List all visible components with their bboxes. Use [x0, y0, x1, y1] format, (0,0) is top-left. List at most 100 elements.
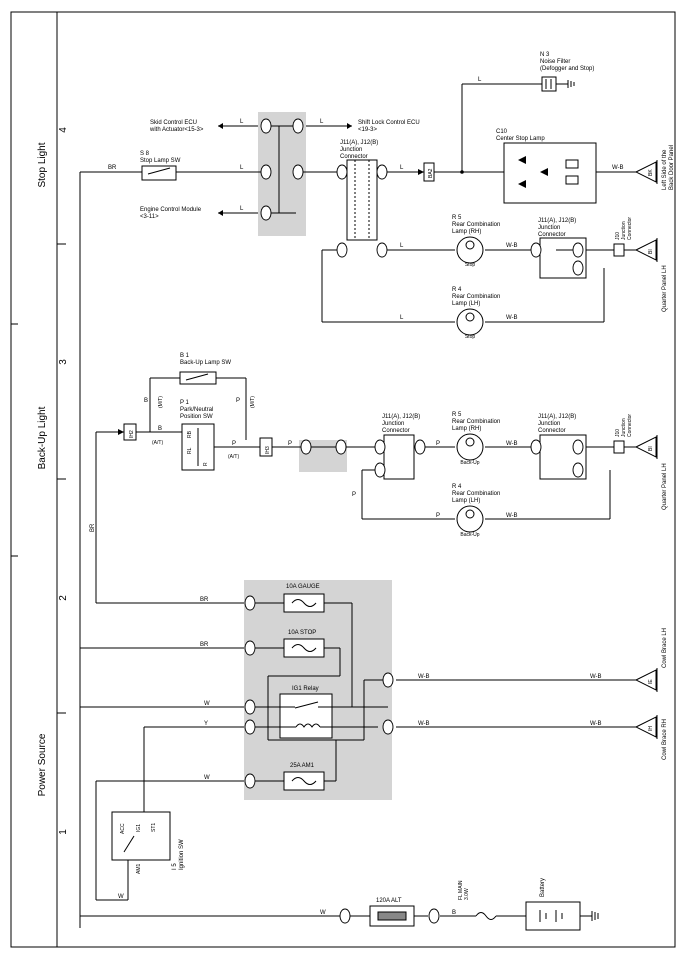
wire-wb-power-4: W-B [590, 721, 602, 727]
mt-label-p: (M/T) [250, 396, 256, 408]
wire-br-stop: BR [108, 165, 117, 171]
wire-wb-power-2: W-B [590, 674, 602, 680]
wire-l-stop-6: L [478, 77, 482, 83]
wire-br-backup: BR [90, 523, 96, 532]
ig1-relay [279, 693, 333, 739]
stop-lamp-rh [456, 236, 484, 264]
backup-lamp-rh [456, 433, 484, 461]
power-source-circuit [80, 593, 658, 931]
wire-p-backup-2: P [232, 441, 236, 447]
at-label-b: (A/T) [152, 440, 163, 446]
wire-w-power-1: W [204, 701, 210, 707]
wire-w-power-2: W [204, 775, 210, 781]
ground-quarter-panel-stop [634, 239, 657, 261]
wire-b-power: B [452, 910, 456, 916]
mt-label-b: (M/T) [158, 396, 164, 408]
column-number-2: 2 [58, 595, 69, 601]
junction-block-power [244, 580, 392, 800]
wire-wb-stop-2: W-B [506, 243, 518, 249]
stop-lamp-switch [141, 165, 177, 181]
switch-term-rb: RB [187, 430, 193, 438]
battery-label: Battery [540, 878, 546, 897]
ground-bi-stop: BI [648, 249, 654, 254]
column-number-4: 4 [58, 127, 69, 133]
ground-quarter-panel-backup [634, 436, 657, 458]
wire-y-power: Y [204, 721, 208, 727]
battery [525, 901, 581, 931]
cowl-brace-rh-label: Cowl Brace RH [662, 719, 668, 760]
wire-l-stop-1: L [240, 165, 244, 171]
ground-quarter-backup-label: Quarter Panel LH [662, 463, 668, 510]
backup-lamp-rh-text: Back-Up [460, 460, 479, 466]
ignition-switch-label: I 5Ignition SW [172, 839, 185, 870]
wire-p-backup-3: P [288, 441, 292, 447]
wire-wb-power-3: W-B [418, 721, 430, 727]
wire-l-stop-8: L [400, 315, 404, 321]
ignition-term-am1: AM1 [136, 864, 142, 875]
wire-b-backup-2: B [158, 426, 162, 432]
wire-w-power-3: W [118, 894, 124, 900]
power-pins [244, 595, 440, 924]
wire-wb-power-1: W-B [418, 674, 430, 680]
stop-lamp-lh-text: Stop [465, 334, 476, 340]
wire-b-backup-1: B [144, 398, 148, 404]
wire-w-power-4: W [320, 910, 326, 916]
wire-p-backup-4: P [436, 441, 440, 447]
section-label-stop-light: Stop Light [37, 142, 48, 187]
backup-light-circuit [95, 371, 658, 603]
ground-quarter-stop-label: Quarter Panel LH [662, 265, 668, 312]
wire-wb-stop-3: W-B [506, 315, 518, 321]
ground-bi-backup: BI [648, 446, 654, 451]
fuse-stop-label: 10A STOP [288, 630, 316, 636]
connector-ba2: BA2 [428, 168, 434, 178]
section-label-backup-light: Back-Up Light [37, 406, 48, 469]
wire-p-backup-6: P [352, 492, 356, 498]
alt-fuse-label: 120A ALT [376, 898, 402, 904]
stop-light-circuit [79, 76, 658, 928]
wire-wb-backup-2: W-B [506, 513, 518, 519]
ground-ih: IH [648, 726, 654, 731]
backup-lamp-lh-text: Back-Up [460, 532, 479, 538]
noise-filter [541, 76, 557, 92]
wire-wb-backup-1: W-B [506, 441, 518, 447]
section-label-power-source: Power Source [37, 733, 48, 796]
stop-pins [260, 118, 584, 276]
switch-term-rl: RL [187, 447, 193, 454]
connector-ih3: IH3 [265, 446, 271, 454]
column-number-3: 3 [58, 359, 69, 365]
connector-ih2: IH2 [129, 430, 135, 438]
stop-lamp-lh [456, 308, 484, 336]
wire-p-backup-5: P [436, 513, 440, 519]
wire-l-stop-7: L [400, 243, 404, 249]
ground-ie: IE [648, 679, 654, 684]
cowl-brace-lh-label: Cowl Brace LH [662, 628, 668, 668]
ignition-switch [111, 811, 171, 861]
wire-wb-stop-1: W-B [612, 165, 624, 171]
junction-j10-backup-label: J10JunctionConnector [615, 414, 633, 437]
fuse-am1-label: 25A AM1 [290, 763, 315, 769]
ground-bk-stop: BK [648, 169, 654, 176]
ground-cowl-brace-lh [634, 669, 657, 691]
engine-control-module-label: Engine Control Module<3-11> [140, 207, 202, 220]
junction-connector-j11-stop [346, 159, 378, 241]
ignition-term-acc: ACC [120, 823, 126, 834]
center-stop-lamp [503, 142, 597, 204]
ignition-term-ig1: IG1 [136, 824, 142, 832]
stop-lamp-rh-text: Stop [465, 262, 476, 268]
switch-term-r: R [203, 462, 209, 466]
wire-p-backup-1: P [236, 398, 240, 404]
wire-l-stop-4: L [240, 206, 244, 212]
